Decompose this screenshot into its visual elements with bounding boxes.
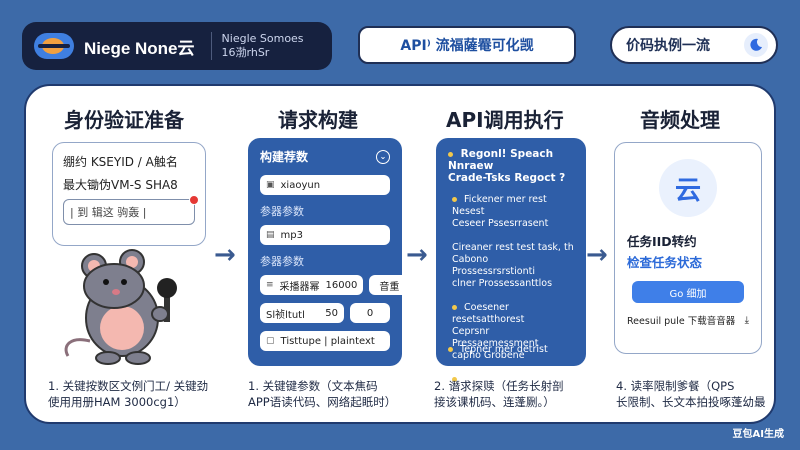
text-icon: ▢ bbox=[266, 336, 275, 346]
auth-input[interactable]: | 到 辑这 驹轰 | bbox=[63, 195, 199, 225]
section-label: 参器参数 bbox=[260, 255, 304, 268]
workflow-panel: 身份验证准备 请求构建 API调用执行 音频处理 → → → 绷约 KSEYID… bbox=[24, 84, 776, 424]
brand-bar: Niege None云 Niegle Somoes 16渤rhSr bbox=[22, 22, 332, 70]
bullet-dot-icon bbox=[448, 151, 453, 157]
log-block: Cireaner rest test task, th Cabono Pross… bbox=[452, 242, 574, 289]
alert-dot-icon bbox=[189, 195, 199, 205]
log-block: Coesener resetsatthorest Ceprsnr Pressae… bbox=[452, 302, 539, 361]
mouse-mascot-icon bbox=[64, 249, 177, 365]
step-caption: 4. 读率限制爹餐（QPS 长限制、长文本拍投啄蓬幼最 bbox=[616, 379, 766, 409]
task-status-link[interactable]: 检查任务状态 bbox=[627, 255, 703, 270]
log-footer: Tepner mer detrist bbox=[448, 344, 548, 356]
auth-key-row: 绷约 KSEYID / A触名 bbox=[63, 155, 178, 169]
file-icon: ▤ bbox=[266, 230, 275, 240]
task-id-label: 任务IID转约 bbox=[627, 234, 697, 249]
download-icon[interactable]: ⤓ bbox=[744, 314, 749, 326]
auth-secret-row: 最大锄伪VM-S SHA8 bbox=[63, 178, 178, 192]
request-build-card: 构建荐数 ⌄ ▣ xiaoyun 参器参数 ▤ mp3 参器参数 ≡ 采播器幂 … bbox=[248, 138, 410, 366]
step-caption: 1. 关键键参数（文本焦码 APP语读代码、网络起眂时） bbox=[248, 379, 397, 409]
voice-field[interactable]: ▣ xiaoyun bbox=[260, 175, 390, 195]
bullet-dot-icon bbox=[448, 347, 453, 352]
arrow-right-icon: → bbox=[586, 240, 608, 270]
cloud-logo-icon bbox=[34, 33, 74, 59]
volume-field[interactable]: 音重 bbox=[369, 275, 410, 295]
format-field[interactable]: ▤ mp3 bbox=[260, 225, 390, 245]
auth-card: 绷约 KSEYID / A触名 最大锄伪VM-S SHA8 | 到 辑这 驹轰 … bbox=[52, 142, 206, 246]
step-title-build: 请求构建 bbox=[278, 108, 358, 132]
sliders-icon: ≡ bbox=[266, 280, 274, 290]
chevron-down-icon[interactable]: ⌄ bbox=[376, 149, 390, 164]
step-title-audio: 音频处理 bbox=[640, 108, 720, 132]
api-title-button[interactable]: API⁾ 流福薩罨可化觊 bbox=[358, 26, 576, 64]
sample-rate-field[interactable]: ≡ 采播器幂 16000 bbox=[260, 275, 364, 295]
result-row: Reesuil pule 下载音音器 ⤓ bbox=[627, 314, 749, 328]
arrow-right-icon: → bbox=[406, 240, 428, 270]
bullet-dot-icon bbox=[452, 305, 457, 310]
status-toggle[interactable]: 价码执例一流 bbox=[610, 26, 778, 64]
text-type-field[interactable]: ▢ Tisttupe | plaintext bbox=[260, 331, 390, 351]
brand-name: Niege None云 bbox=[84, 38, 195, 58]
cloud-icon: 云 bbox=[659, 159, 717, 217]
log-block: Fickener mer rest Nesest Ceseer Pssesrra… bbox=[452, 194, 549, 229]
section-label: 参器参数 bbox=[260, 205, 304, 218]
step-caption: 2. 谮求探赎（任务长射剖 接该课机码、连蓬劂。） bbox=[434, 379, 564, 409]
speed-field[interactable]: Sl祯ltutl 50 bbox=[260, 303, 344, 323]
moon-icon[interactable] bbox=[744, 33, 768, 57]
arrow-right-icon: → bbox=[214, 240, 236, 270]
pitch-field[interactable]: 0 bbox=[350, 303, 390, 323]
go-button[interactable]: Go 细加 bbox=[632, 281, 744, 303]
step-caption: 1. 关键按数区文例门工/ 关键劲 使用用册HAM 3000cg1） bbox=[48, 379, 209, 409]
step-title-auth: 身份验证准备 bbox=[64, 108, 184, 132]
bullet-dot-icon bbox=[452, 377, 457, 382]
step-title-call: API调用执行 bbox=[446, 108, 564, 132]
api-call-card: Regonl! Speach Nnraew Crade-Tsks Regoct … bbox=[436, 138, 586, 409]
card-heading: 构建荐数 bbox=[260, 150, 309, 164]
watermark: 豆包AI生成 bbox=[732, 429, 784, 440]
bullet-dot-icon bbox=[452, 197, 457, 202]
voice-icon: ▣ bbox=[266, 180, 275, 190]
audio-card: 云 任务IID转约 检查任务状态 Go 细加 Reesuil pule 下载音音… bbox=[614, 142, 762, 354]
brand-subtitle: Niegle Somoes 16渤rhSr bbox=[210, 32, 304, 60]
log-block: Clner Prossecommemeest resctest) bbox=[452, 374, 548, 409]
